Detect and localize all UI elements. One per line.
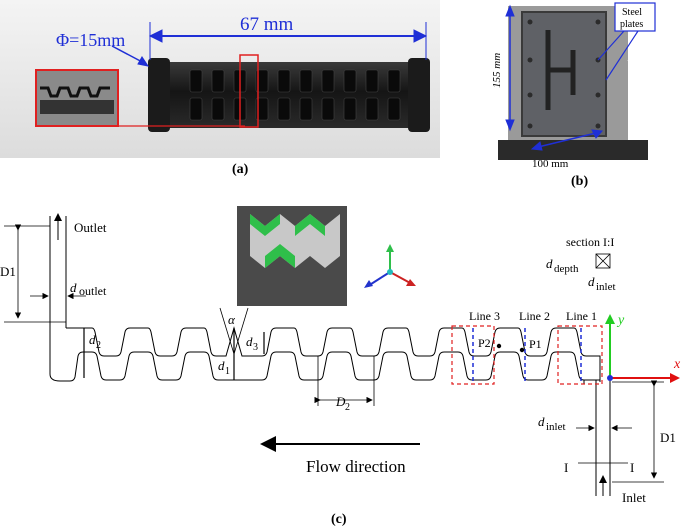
- zoom-inset: [35, 69, 119, 127]
- d3-label: d: [246, 334, 253, 349]
- line1-label: Line 1: [566, 309, 597, 323]
- section-label: section I:I: [566, 235, 614, 249]
- measurement-lines: [472, 328, 582, 382]
- d1-small-sub: 1: [225, 366, 230, 377]
- length-label: 67 mm: [240, 14, 294, 35]
- y-axis-label: y: [616, 313, 625, 328]
- d1-left-label: D1: [0, 264, 16, 279]
- inlet-pipe: [595, 380, 611, 496]
- probe-point-p1: [519, 347, 525, 353]
- d1-left-dimension: [4, 224, 66, 323]
- axis-triad-icon: [364, 244, 416, 288]
- section-cross-icon: [595, 253, 611, 269]
- d2-label: d: [89, 332, 96, 347]
- channel-lower-wall: [60, 351, 600, 384]
- d-inlet-label: d: [588, 274, 595, 289]
- device-photo-panel-a: Φ=15mm 67 mm: [0, 0, 440, 158]
- channel-schematic: Outlet D1 d outlet d 2 α d 1 d 3 D 2: [0, 206, 681, 505]
- alpha-label: α: [228, 312, 236, 327]
- diameter-label: Φ=15mm: [56, 30, 125, 50]
- height-dimension: [505, 4, 515, 132]
- steel-plate: [521, 11, 607, 137]
- alpha-line-left: [219, 307, 235, 355]
- d3-sub: 3: [253, 342, 258, 353]
- tube-device: [148, 58, 430, 132]
- channel-3d-inset: [237, 206, 347, 306]
- line3-label: Line 3: [469, 309, 500, 323]
- x-axis-label: x: [673, 357, 681, 372]
- d1-small-label: d: [218, 358, 225, 373]
- D2-label: D: [335, 394, 346, 409]
- device-photo-panel-b: Steel plates 155 mm 100 mm: [478, 0, 685, 170]
- height-label: 155 mm: [491, 53, 503, 88]
- line2-label: Line 2: [519, 309, 550, 323]
- p1-label: P1: [529, 337, 542, 351]
- steel-label-line2: plates: [620, 19, 643, 30]
- d-outlet-sub: outlet: [79, 284, 107, 298]
- probe-point-p2: [496, 343, 502, 349]
- outlet-label: Outlet: [74, 220, 107, 235]
- caption-b: (b): [571, 174, 589, 189]
- section-i-right: I: [630, 460, 634, 475]
- d1-right-dimension: [612, 380, 664, 483]
- d-outlet-label: d: [70, 280, 77, 295]
- alpha-line-right: [233, 307, 249, 355]
- caption-a: (a): [232, 162, 249, 177]
- flow-direction-label: Flow direction: [306, 457, 406, 476]
- width-dimension: [530, 129, 604, 151]
- measurement-boxes: [451, 325, 603, 385]
- d2-sub: 2: [96, 340, 101, 351]
- steel-plates-callout: [597, 2, 656, 81]
- outlet-pipe: [49, 216, 67, 382]
- caption-c: (c): [331, 512, 347, 527]
- d-depth-label: d: [546, 256, 553, 271]
- width-label: 100 mm: [532, 158, 569, 170]
- d-depth-sub: depth: [554, 263, 579, 275]
- zoom-source-box: [239, 54, 259, 128]
- d-inlet-sub: inlet: [596, 281, 616, 293]
- section-i-left: I: [564, 460, 568, 475]
- channel-upper-wall: [66, 326, 601, 382]
- coordinate-axes: [605, 314, 680, 383]
- length-dimension: [148, 22, 428, 60]
- p2-label: P2: [478, 336, 491, 350]
- d2-pitch-dimension: [314, 356, 375, 406]
- d-inlet-label2: d: [538, 414, 545, 429]
- d-inlet-sub2: inlet: [546, 421, 566, 433]
- d1-right-label: D1: [660, 430, 676, 445]
- diameter-arrow: [111, 45, 150, 67]
- inlet-label: Inlet: [622, 490, 646, 505]
- steel-label-line1: Steel: [622, 7, 642, 18]
- D2-sub: 2: [345, 402, 350, 413]
